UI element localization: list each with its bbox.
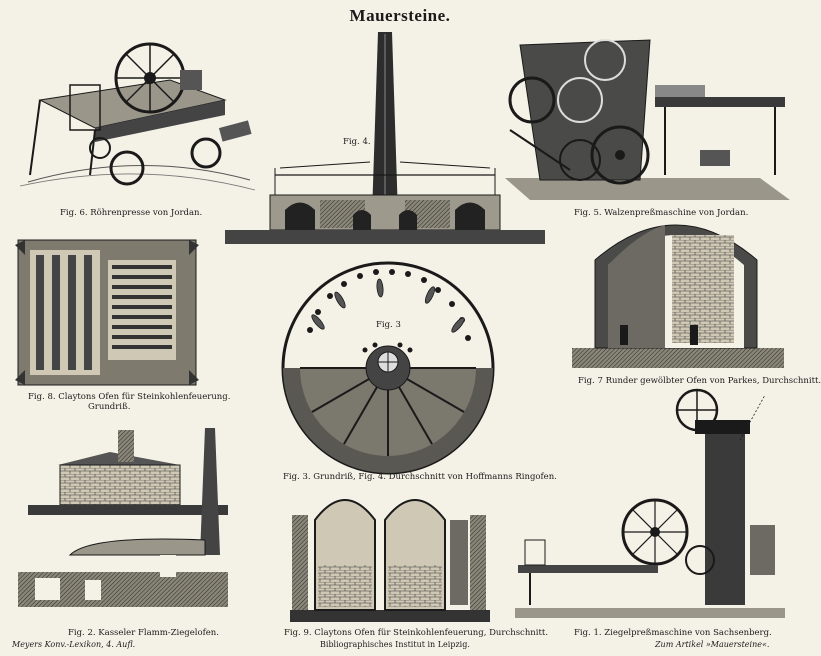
fig5-caption: Fig. 5. Walzenpreßmaschine von Jordan. <box>574 208 749 218</box>
footer-right: Zum Artikel »Mauersteine«. <box>655 640 770 649</box>
fig1-brick-press-illustration <box>515 388 785 618</box>
fig3-label: Fig. 3 <box>376 320 401 330</box>
fig4-caption: Fig. 4. <box>343 137 371 147</box>
fig5-roller-press-illustration <box>505 39 790 200</box>
fig8-caption-line2: Grundriß. <box>88 402 131 412</box>
footer-left: Meyers Konv.-Lexikon, 4. Aufl. <box>12 640 136 649</box>
footer-center: Bibliographisches Institut in Leipzig. <box>320 640 470 649</box>
fig9-caption: Fig. 9. Claytons Ofen für Steinkohlenfeu… <box>284 628 549 638</box>
engraving-plate <box>15 32 790 622</box>
fig3-fig4-caption: Fig. 3. Grundriß, Fig. 4. Durchschnitt v… <box>283 472 557 482</box>
fig9-clayton-kiln-section-illustration <box>290 499 490 622</box>
fig3-ring-kiln-plan-illustration <box>281 261 495 475</box>
fig1-caption: Fig. 1. Ziegelpreßmaschine von Sachsenbe… <box>574 628 772 638</box>
plate-title: Mauersteine. <box>349 6 451 25</box>
fig7-parkes-kiln-section-illustration <box>572 224 784 368</box>
fig8-clayton-kiln-plan-illustration <box>15 239 199 386</box>
fig6-tube-press-illustration <box>19 42 256 191</box>
fig6-caption: Fig. 6. Röhrenpresse von Jordan. <box>60 208 203 218</box>
fig2-caption: Fig. 2. Kasseler Flamm-Ziegelofen. <box>68 628 219 638</box>
fig7-caption: Fig. 7 Runder gewölbter Ofen von Parkes,… <box>578 376 821 386</box>
fig2-kassel-kiln-illustration <box>18 428 228 607</box>
fig8-caption-line1: Fig. 8. Claytons Ofen für Steinkohlenfeu… <box>28 392 231 402</box>
fig4-ring-kiln-section-illustration <box>225 32 545 244</box>
